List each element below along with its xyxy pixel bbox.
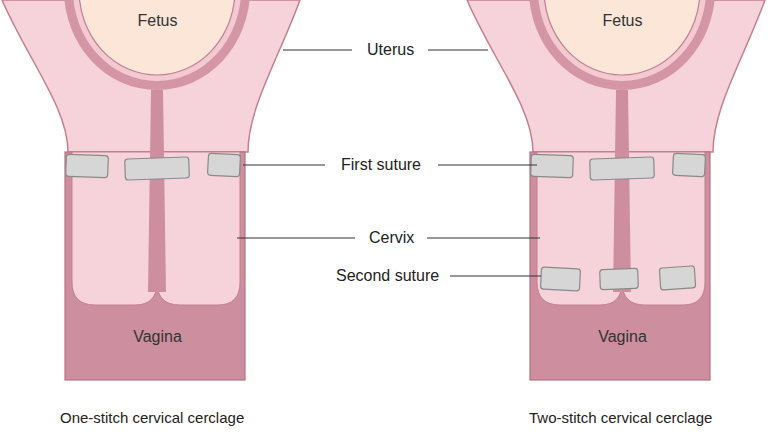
part-label: Uterus <box>367 40 414 60</box>
leader-lines <box>237 50 541 276</box>
part-label: Second suture <box>336 266 439 286</box>
region-label: Fetus <box>602 11 642 31</box>
one-stitch-figure <box>2 0 300 380</box>
figure-caption: Two-stitch cervical cerclage <box>529 408 712 428</box>
two-stitch-figure <box>467 0 765 380</box>
fetus-region: Fetus <box>100 6 215 36</box>
part-label: First suture <box>341 155 421 175</box>
vagina-region: Vagina <box>100 322 215 352</box>
second-suture <box>540 266 695 291</box>
fetus-region: Fetus <box>565 6 680 36</box>
part-label: Cervix <box>369 228 414 248</box>
region-label: Fetus <box>137 11 177 31</box>
region-label: Vagina <box>133 327 182 347</box>
figure-caption: One-stitch cervical cerclage <box>60 408 244 428</box>
vagina-region: Vagina <box>565 322 680 352</box>
region-label: Vagina <box>598 327 647 347</box>
